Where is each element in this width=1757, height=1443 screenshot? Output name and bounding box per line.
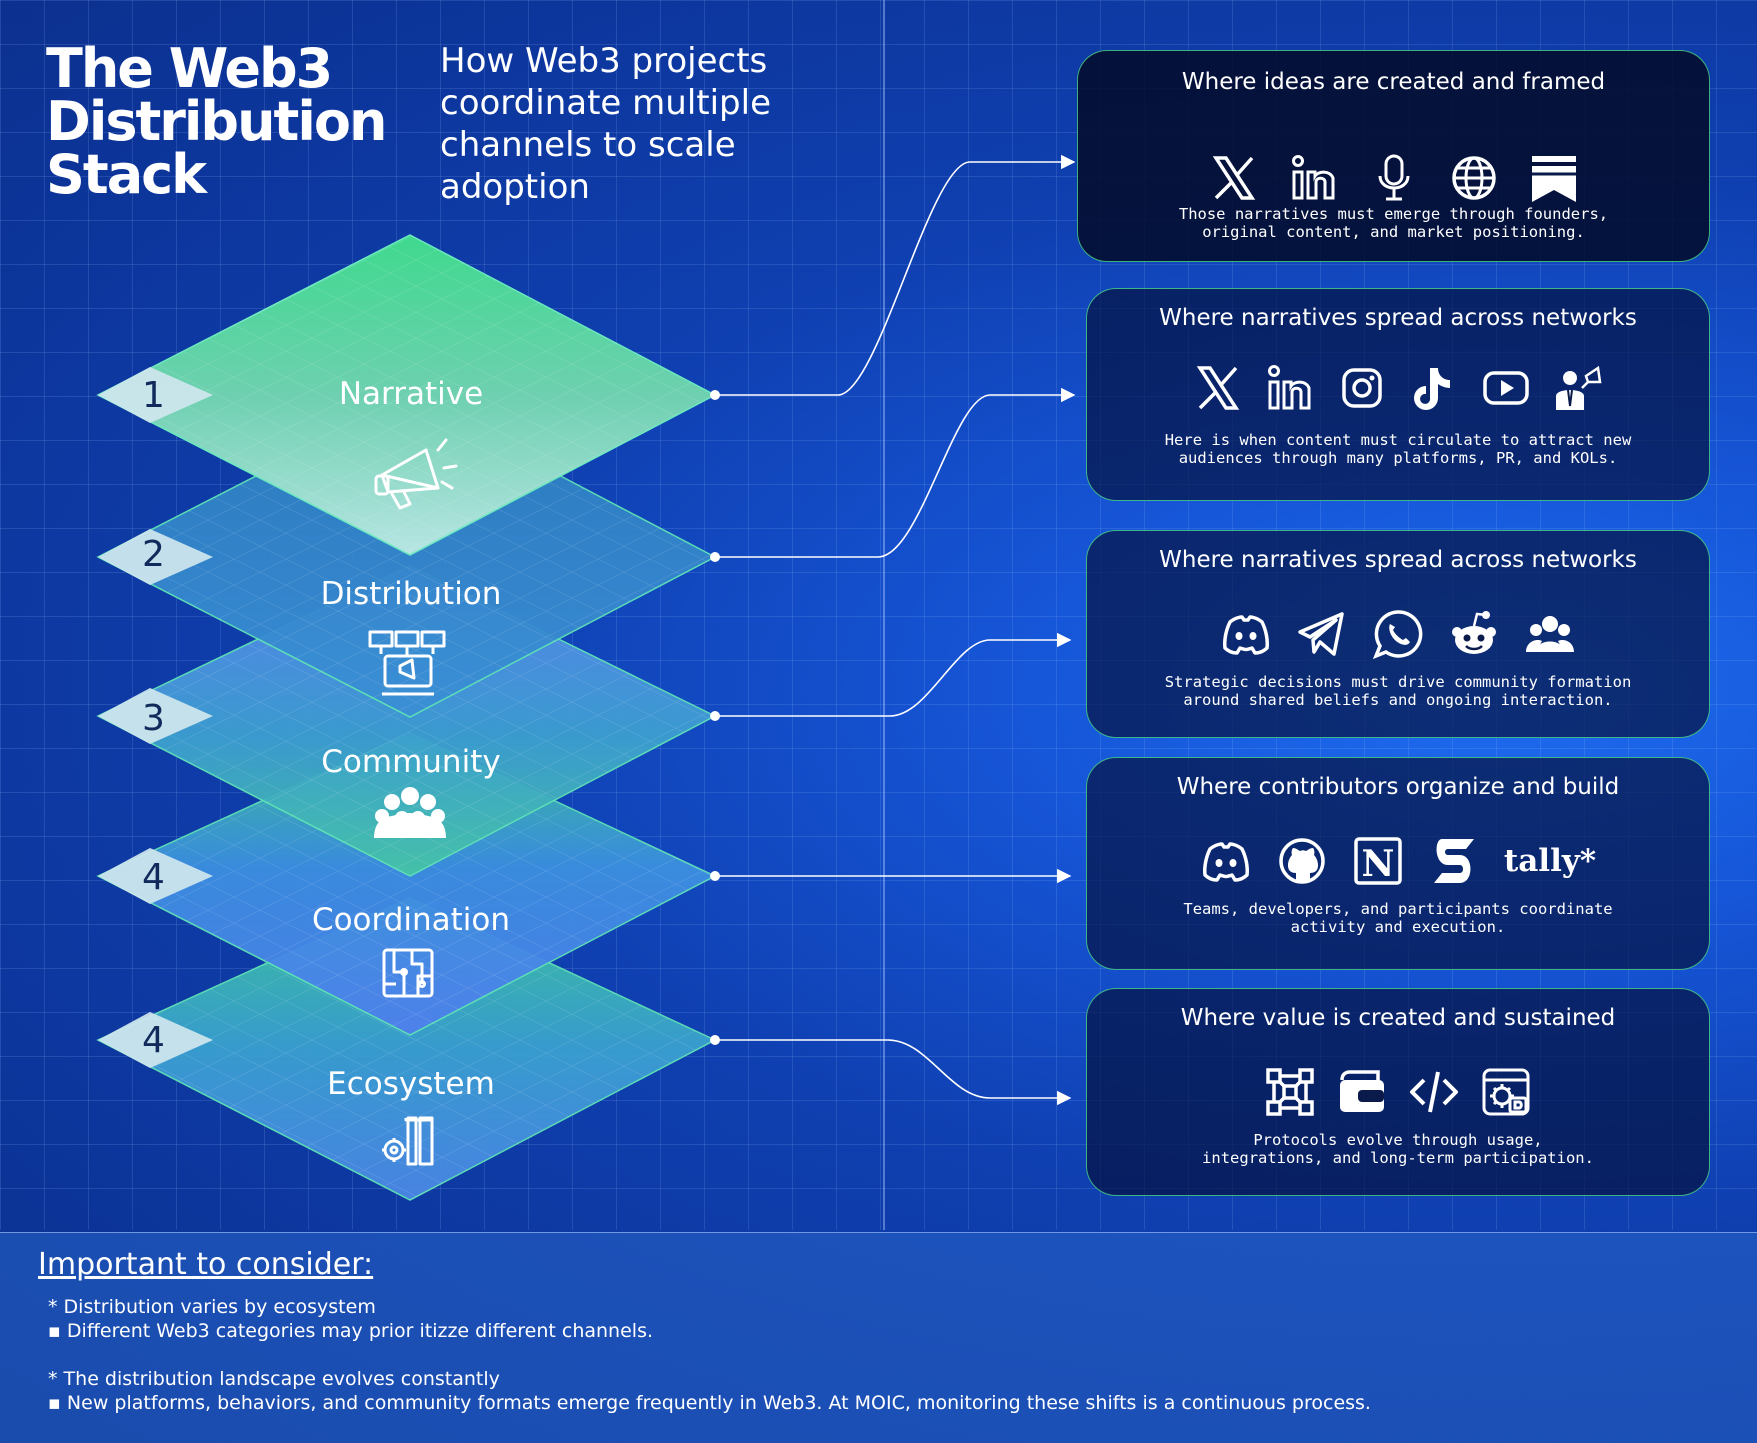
- layer-number: 1: [142, 375, 165, 416]
- layer-card-coordination: Where contributors organize and build N …: [1086, 757, 1710, 970]
- wallet-icon: [1340, 1070, 1384, 1112]
- snapshot-icon: [1433, 839, 1474, 883]
- discord-icon: [1202, 842, 1249, 882]
- community-icon: [1526, 616, 1574, 652]
- card-description: Those narratives must emerge through fou…: [1178, 205, 1609, 241]
- layer-card-community: Where narratives spread across networks …: [1086, 530, 1710, 738]
- layer-card-ecosystem: Where value is created and sustained Pro…: [1086, 988, 1710, 1196]
- whatsapp-icon: [1372, 610, 1423, 660]
- consideration-note: * The distribution landscape evolves con…: [48, 1368, 500, 1390]
- card-description: Protocols evolve through usage, integrat…: [1202, 1131, 1594, 1167]
- layer-label: Coordination: [312, 902, 510, 938]
- layer-number: 4: [142, 857, 165, 898]
- megaphone-icon: [374, 438, 458, 510]
- layer-label: Community: [321, 744, 500, 780]
- layer-label: Ecosystem: [327, 1066, 495, 1102]
- card-title: Where value is created and sustained: [1180, 1005, 1616, 1031]
- layer-coordination: [96, 732, 717, 1036]
- gear-folder-icon: [382, 1116, 434, 1166]
- layer-label: Narrative: [339, 376, 483, 412]
- broadcast-network-icon: [368, 630, 446, 696]
- microphone-icon: [1378, 154, 1409, 201]
- card-description: Teams, developers, and participants coor…: [1183, 900, 1613, 936]
- layer-card-narrative: Where ideas are created and framed Those…: [1077, 50, 1710, 262]
- linkedin-icon: [1291, 155, 1334, 200]
- discord-icon: [1223, 615, 1269, 655]
- youtube-icon: [1483, 371, 1529, 405]
- crowd-icon: [374, 787, 446, 838]
- layer-number: 3: [142, 698, 165, 739]
- protocol-network-icon: [1266, 1068, 1314, 1116]
- layer-card-distribution: Where narratives spread across networks …: [1086, 288, 1710, 501]
- card-description: Here is when content must circulate to a…: [1164, 431, 1632, 467]
- card-title: Where narratives spread across networks: [1159, 547, 1637, 573]
- consideration-note: * Distribution varies by ecosystem: [48, 1296, 376, 1318]
- card-title: Where contributors organize and build: [1176, 774, 1620, 800]
- code-icon: [1410, 1071, 1458, 1113]
- layer-label: Distribution: [321, 576, 502, 612]
- github-icon: [1279, 838, 1325, 884]
- app-settings-icon: [1482, 1068, 1530, 1116]
- linkedin-icon: [1268, 365, 1311, 410]
- consideration-note: ▪ New platforms, behaviors, and communit…: [48, 1392, 1371, 1414]
- considerations-title: Important to consider:: [38, 1247, 374, 1282]
- layer-number: 2: [142, 534, 165, 575]
- notion-icon: N: [1354, 837, 1402, 885]
- layer-number: 4: [142, 1020, 165, 1061]
- card-title: Where narratives spread across networks: [1159, 305, 1637, 331]
- considerations-panel: Important to consider: * Distribution va…: [0, 1232, 1757, 1443]
- card-description: Strategic decisions must drive community…: [1164, 673, 1632, 709]
- influencer-icon: [1556, 365, 1602, 410]
- circuit-board-icon: [382, 948, 434, 998]
- tiktok-icon: [1414, 368, 1450, 410]
- layer-community: [96, 565, 717, 877]
- reddit-icon: [1452, 611, 1496, 654]
- telegram-icon: [1298, 612, 1344, 656]
- layer-ecosystem: [96, 897, 717, 1201]
- instagram-icon: [1342, 368, 1382, 408]
- x-icon: [1212, 156, 1255, 200]
- globe-icon: [1451, 156, 1496, 200]
- distribution-stack-diagram: 1 2 3 4 4 Narrative Distribution Communi…: [96, 154, 1076, 1201]
- consideration-note: ▪ Different Web3 categories may prior it…: [48, 1320, 654, 1342]
- svg-text:N: N: [1361, 843, 1394, 885]
- card-title: Where ideas are created and framed: [1181, 69, 1606, 95]
- connector-lines: [715, 154, 1076, 1106]
- background-divider-line: [883, 0, 885, 1230]
- page-title: The Web3 Distribution Stack: [46, 37, 387, 206]
- layer-distribution: [96, 396, 717, 718]
- tally-logo: tally*: [1503, 843, 1597, 879]
- page-subtitle: How Web3 projects coordinate multiple ch…: [440, 41, 771, 207]
- bookmark-icon: [1531, 156, 1576, 202]
- x-icon: [1196, 366, 1240, 410]
- layer-narrative: [96, 234, 717, 556]
